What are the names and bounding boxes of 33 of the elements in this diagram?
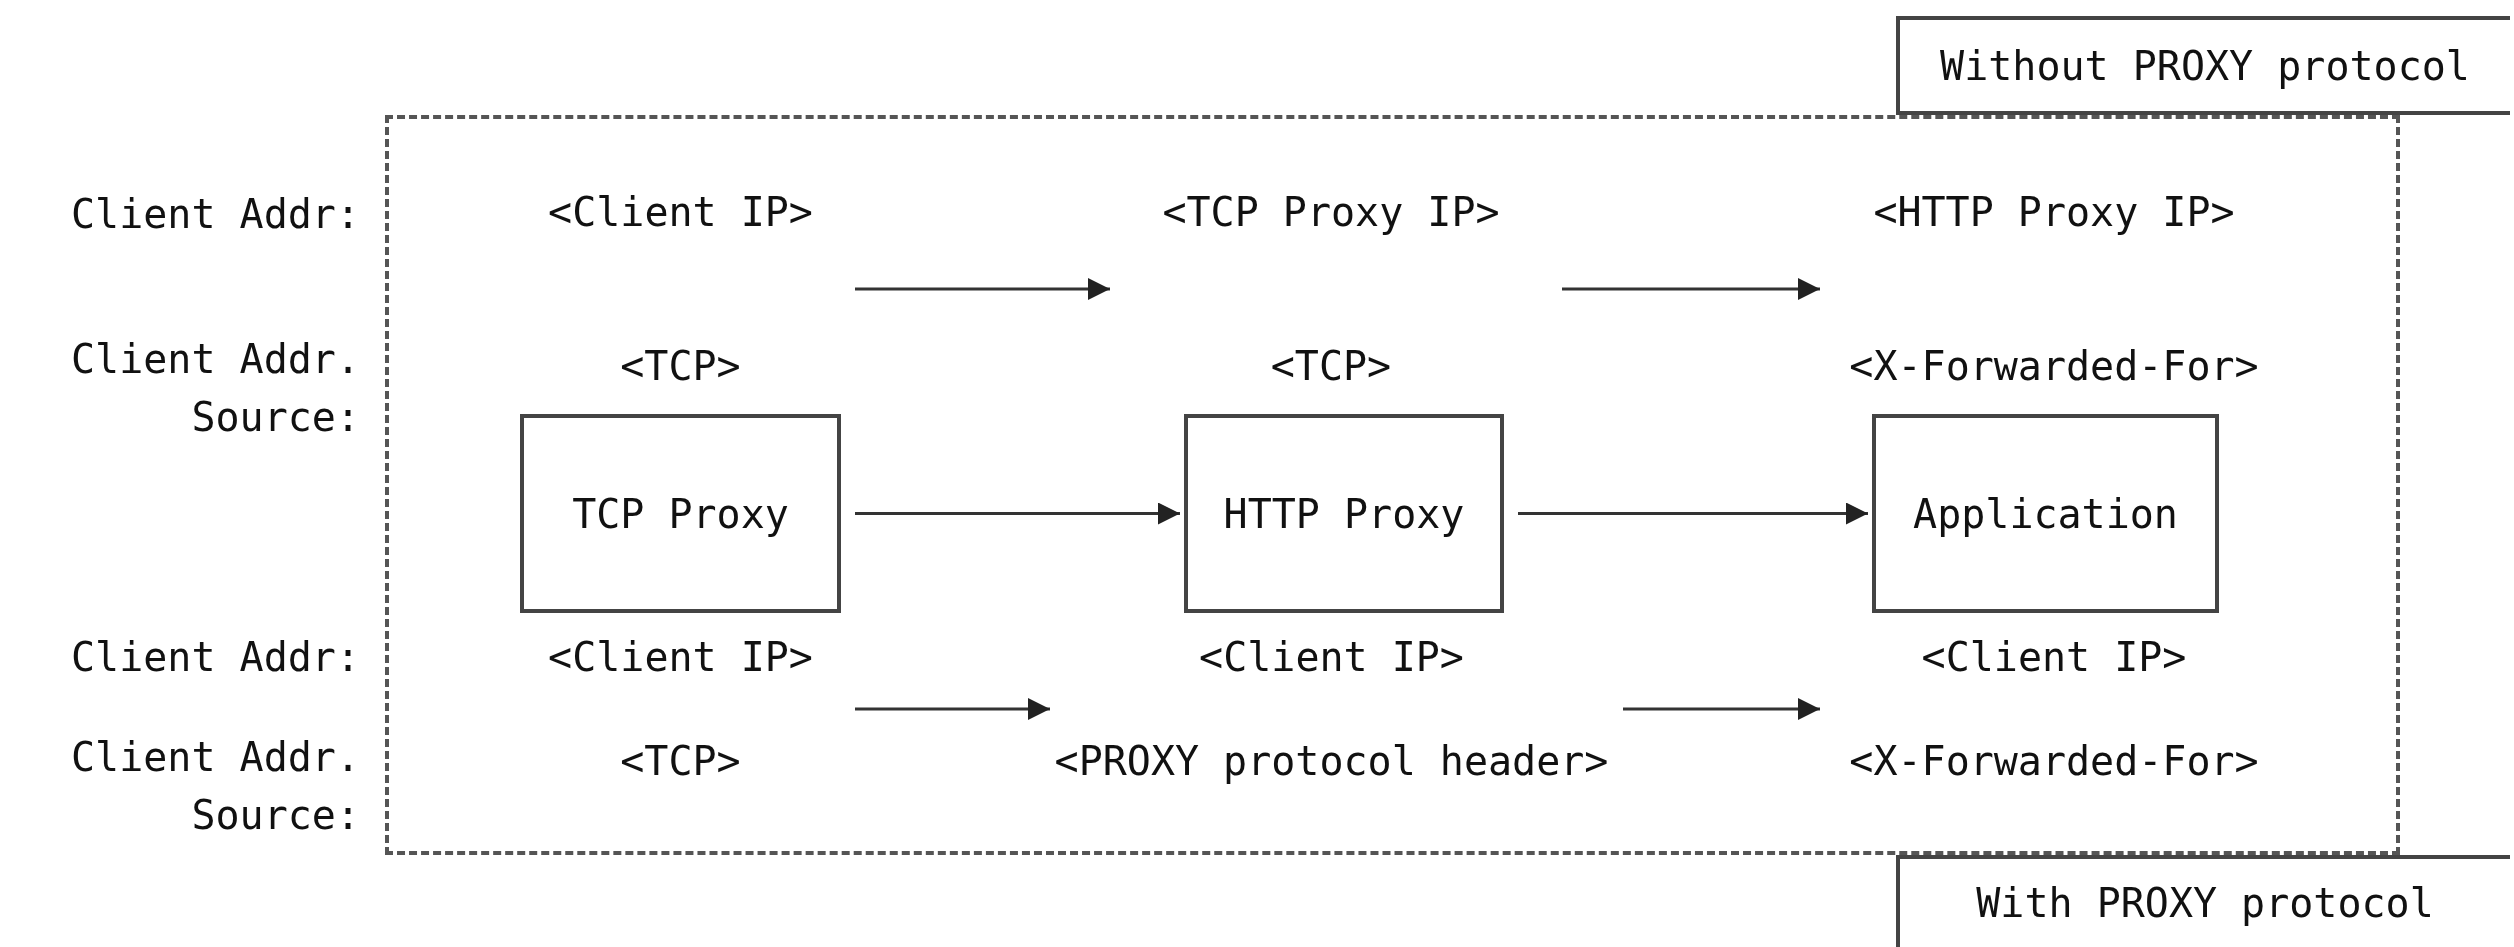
row-label: Client Addr:: [70, 190, 360, 239]
tab-box: [1896, 855, 2510, 947]
tab-label: Without PROXY protocol: [1940, 42, 2470, 89]
address-text: <TCP>: [620, 738, 741, 784]
row-label: Client Addr. Source:: [70, 335, 360, 442]
process-box: [1872, 414, 2219, 613]
box-label: Application: [1913, 490, 2178, 537]
arrow: [1623, 698, 1820, 720]
dashed-frame: [385, 115, 2400, 855]
arrow: [1518, 502, 1868, 525]
address-text: <Client IP>: [548, 189, 813, 235]
address-text: <Client IP>: [548, 634, 813, 680]
address-text: <TCP Proxy IP>: [1162, 189, 1500, 235]
address-text: <PROXY protocol header>: [1054, 738, 1609, 784]
row-label: Client Addr. Source:: [70, 733, 360, 840]
address-text: <TCP>: [620, 343, 741, 389]
address-text: <HTTP Proxy IP>: [1873, 189, 2235, 235]
process-box: [520, 414, 841, 613]
address-text: <Client IP>: [1921, 634, 2187, 680]
address-text: <X-Forwarded-For>: [1849, 343, 2259, 389]
address-text: <TCP>: [1270, 343, 1392, 389]
box-label: HTTP Proxy: [1223, 490, 1465, 537]
arrow: [855, 698, 1050, 720]
address-text: <X-Forwarded-For>: [1849, 738, 2259, 784]
arrow: [1562, 278, 1820, 300]
tab-label: With PROXY protocol: [1976, 880, 2434, 926]
tab-box: [1896, 16, 2510, 115]
arrow: [855, 502, 1180, 525]
box-label: TCP Proxy: [572, 490, 789, 537]
process-box: [1184, 414, 1504, 613]
address-text: <Client IP>: [1199, 634, 1464, 680]
arrow: [855, 278, 1110, 300]
row-label: Client Addr:: [70, 633, 360, 682]
